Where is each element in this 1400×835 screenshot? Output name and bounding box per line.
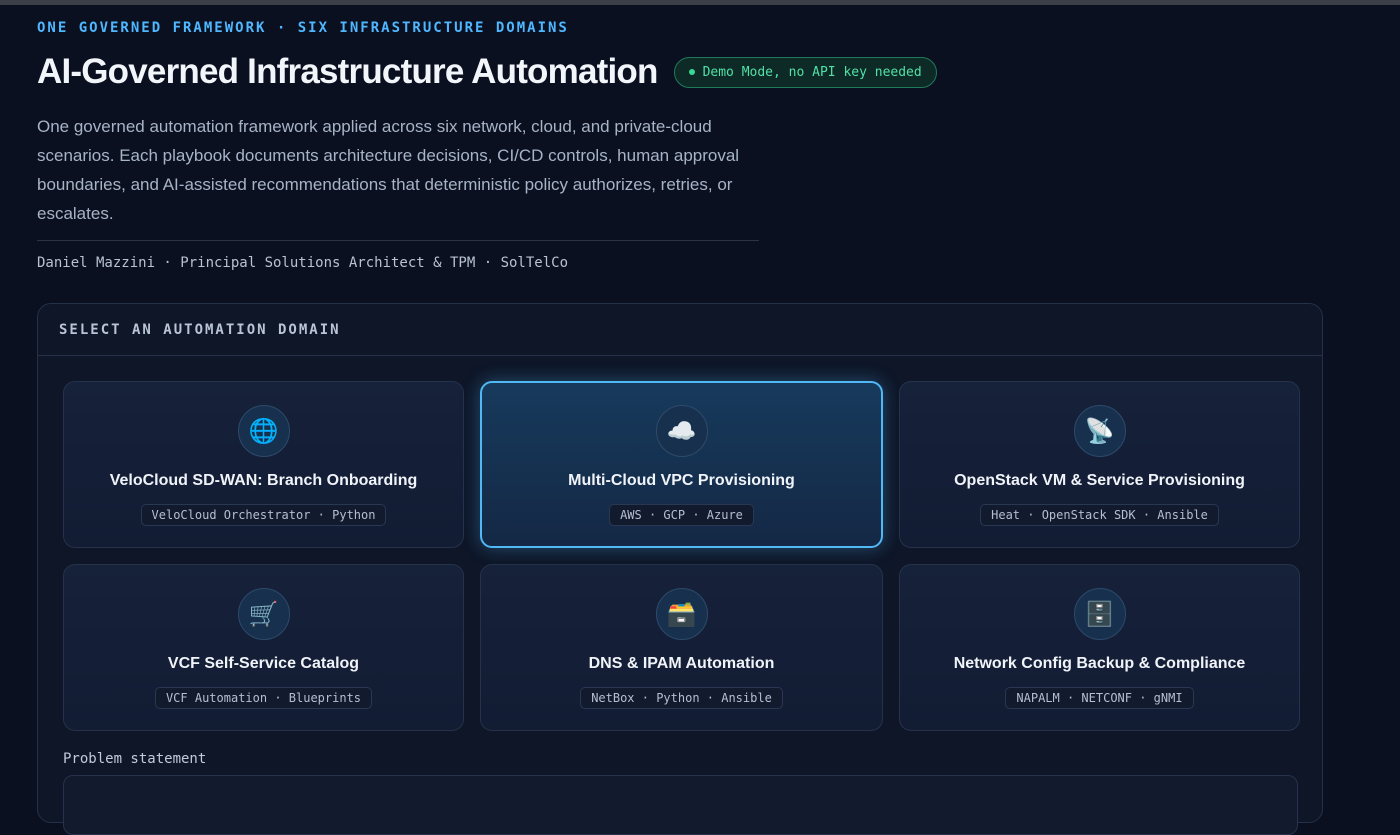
domain-card-title: OpenStack VM & Service Provisioning (954, 472, 1245, 489)
problem-statement-field[interactable] (63, 775, 1298, 835)
globe-icon: 🌐 (237, 405, 290, 457)
cloud-icon: ☁️ (655, 405, 708, 457)
page-title: AI-Governed Infrastructure Automation (37, 52, 658, 91)
domain-card-vcf-catalog[interactable]: 🛒 VCF Self-Service Catalog VCF Automatio… (63, 564, 464, 731)
domain-card-title: Multi-Cloud VPC Provisioning (568, 472, 795, 489)
author-byline: Daniel Mazzini · Principal Solutions Arc… (37, 255, 569, 271)
domain-card-grid: 🌐 VeloCloud SD-WAN: Branch Onboarding Ve… (63, 381, 1300, 731)
domain-card-title: Network Config Backup & Compliance (953, 655, 1246, 672)
problem-statement-label: Problem statement (63, 751, 207, 767)
status-dot-icon (688, 69, 695, 75)
domain-card-tags: NetBox · Python · Ansible (580, 687, 783, 709)
domain-selector-panel: SELECT AN AUTOMATION DOMAIN 🌐 VeloCloud … (37, 303, 1323, 835)
demo-mode-badge: Demo Mode, no API key needed (673, 56, 937, 88)
title-row: AI-Governed Infrastructure Automation De… (37, 52, 937, 92)
domain-card-title: VeloCloud SD-WAN: Branch Onboarding (109, 472, 418, 489)
eyebrow-label: ONE GOVERNED FRAMEWORK · SIX INFRASTRUCT… (37, 20, 569, 36)
domain-card-tags: VCF Automation · Blueprints (154, 687, 373, 709)
domain-card-tags: NAPALM · NETCONF · gNMI (1005, 687, 1194, 709)
page-description: One governed automation framework applie… (37, 117, 740, 223)
domain-card-dns-ipam[interactable]: 🗃️ DNS & IPAM Automation NetBox · Python… (480, 564, 883, 731)
domain-card-multi-cloud-vpc[interactable]: ☁️ Multi-Cloud VPC Provisioning AWS · GC… (480, 381, 883, 548)
card-file-box-icon: 🗃️ (655, 588, 708, 640)
domain-card-velocloud-sdwan[interactable]: 🌐 VeloCloud SD-WAN: Branch Onboarding Ve… (63, 381, 464, 548)
demo-mode-label: Demo Mode, no API key needed (702, 64, 922, 80)
domain-card-tags: AWS · GCP · Azure (609, 504, 754, 526)
header-divider (37, 240, 759, 241)
domain-card-tags: Heat · OpenStack SDK · Ansible (980, 504, 1219, 526)
shopping-cart-icon: 🛒 (237, 588, 290, 640)
satellite-dish-icon: 📡 (1073, 405, 1126, 457)
domain-card-tags: VeloCloud Orchestrator · Python (140, 504, 387, 526)
domain-card-config-backup[interactable]: 🗄️ Network Config Backup & Compliance NA… (899, 564, 1300, 731)
file-cabinet-icon: 🗄️ (1073, 588, 1126, 640)
domain-card-title: DNS & IPAM Automation (588, 655, 775, 672)
domain-card-title: VCF Self-Service Catalog (167, 655, 360, 672)
window-top-bar (0, 0, 1400, 5)
domain-card-openstack-vm[interactable]: 📡 OpenStack VM & Service Provisioning He… (899, 381, 1300, 548)
panel-title: SELECT AN AUTOMATION DOMAIN (38, 304, 1322, 356)
